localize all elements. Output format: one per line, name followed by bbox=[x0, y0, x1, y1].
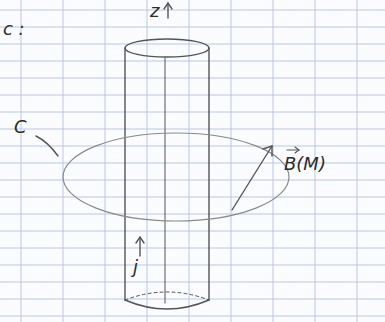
cylinder-bottom-hidden bbox=[125, 292, 209, 300]
j-vector-head bbox=[136, 237, 144, 243]
cylinder-bottom bbox=[125, 300, 209, 309]
cylinder-side bbox=[208, 48, 209, 300]
cylinder-top bbox=[125, 39, 209, 57]
vector-mark bbox=[295, 147, 299, 153]
j-vector bbox=[139, 238, 140, 256]
axis-label: z bbox=[150, 2, 159, 20]
leader-line bbox=[36, 136, 58, 156]
vector-mark bbox=[287, 149, 299, 150]
contour-c bbox=[63, 133, 289, 221]
b-vector-head bbox=[263, 146, 272, 156]
vector-label: j bbox=[133, 258, 138, 276]
note-label: c : bbox=[3, 20, 25, 38]
cylinder-side bbox=[124, 48, 125, 300]
z-axis bbox=[167, 3, 168, 18]
z-axis-head bbox=[164, 3, 172, 9]
vector-label: B(M) bbox=[284, 155, 326, 173]
contour-label: C bbox=[14, 118, 27, 136]
b-vector bbox=[232, 146, 272, 210]
cylinder-axis-line bbox=[165, 58, 166, 303]
